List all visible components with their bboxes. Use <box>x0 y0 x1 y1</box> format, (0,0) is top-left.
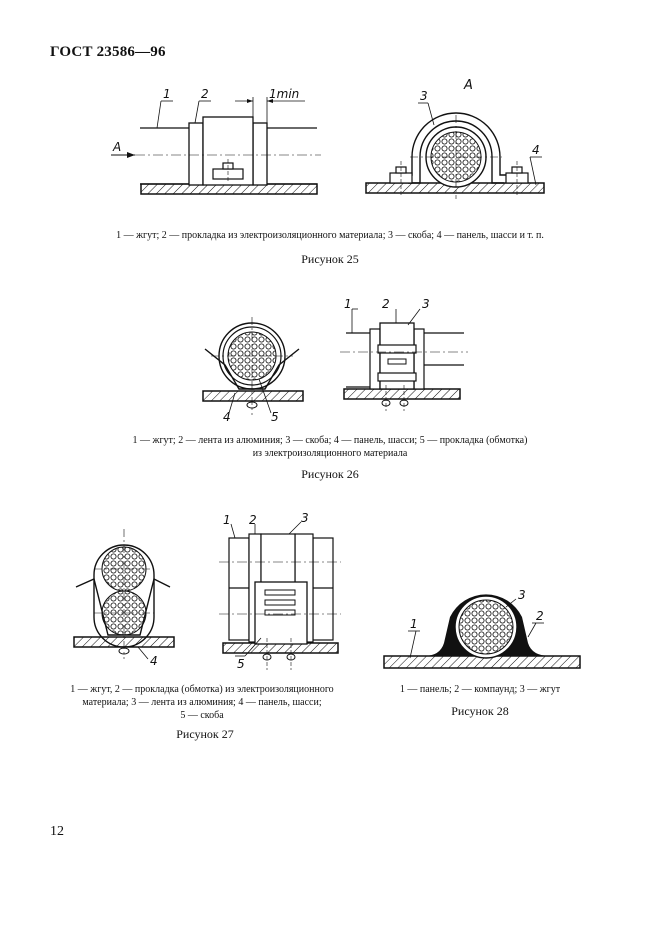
fig25-view-label: А <box>463 78 473 93</box>
fig25-label-4: 4 <box>532 143 540 157</box>
fig25-label-1: 1 <box>163 87 171 101</box>
fig26-label-1: 1 <box>344 297 352 311</box>
fig26-title: Рисунок 26 <box>301 467 359 481</box>
fig26-cs-label-5: 5 <box>271 410 279 424</box>
fig25-label-2: 2 <box>201 87 209 101</box>
fig25-dim-label: 1min <box>269 87 299 101</box>
document-header: ГОСТ 23586—96 <box>50 44 166 60</box>
figure-26-side-view: 1 2 3 <box>332 295 472 415</box>
fig26-caption-line2: из электроизоляционного материала <box>252 448 408 459</box>
fig27-caption: 1 — жгут, 2 — прокладка (обмотка) из эле… <box>62 683 342 722</box>
figure-27-side-view: 1 2 3 5 <box>215 510 345 675</box>
page-number: 12 <box>50 824 64 839</box>
fig27-label-1: 1 <box>223 513 231 527</box>
fig27-caption-line3: 5 — скоба <box>180 710 224 721</box>
fig27-caption-line1: 1 — жгут, 2 — прокладка (обмотка) из эле… <box>70 684 334 695</box>
fig26-caption-line1: 1 — жгут; 2 — лента из алюминия; 3 — ско… <box>132 435 528 446</box>
fig26-label-3: 3 <box>422 297 430 311</box>
fig25-title: Рисунок 25 <box>301 252 359 266</box>
fig28-title: Рисунок 28 <box>451 704 509 718</box>
fig28-caption: 1 — панель; 2 — компаунд; 3 — жгут <box>399 684 561 695</box>
figure-27-cross-section: 4 <box>68 525 178 670</box>
fig27-label-3: 3 <box>301 511 309 525</box>
figure-26-cross-section: 4 5 <box>195 315 310 425</box>
fig28-label-1: 1 <box>410 617 418 631</box>
fig25-arrow-label: А <box>112 140 121 154</box>
fig28-label-2: 2 <box>536 609 544 623</box>
fig25-label-3: 3 <box>420 89 428 103</box>
figure-28-compound-view: 1 3 2 <box>380 575 585 675</box>
fig26-cs-label-4: 4 <box>223 410 231 424</box>
figure-25-side-view: 1 2 1min А <box>95 85 325 200</box>
fig26-label-2: 2 <box>382 297 390 311</box>
fig28-label-3: 3 <box>518 588 526 602</box>
fig27-caption-line2: материала; 3 — лента из алюминия; 4 — па… <box>82 697 322 708</box>
fig27-title: Рисунок 27 <box>176 727 234 741</box>
fig27-label-2: 2 <box>249 513 257 527</box>
fig27-cs-label-4: 4 <box>150 654 158 668</box>
fig25-caption: 1 — жгут; 2 — прокладка из электроизоляц… <box>116 230 544 241</box>
fig27-label-5: 5 <box>237 657 245 671</box>
fig26-caption: 1 — жгут; 2 — лента из алюминия; 3 — ско… <box>90 434 570 460</box>
figure-25-view-a: 3 4 А <box>350 75 550 200</box>
